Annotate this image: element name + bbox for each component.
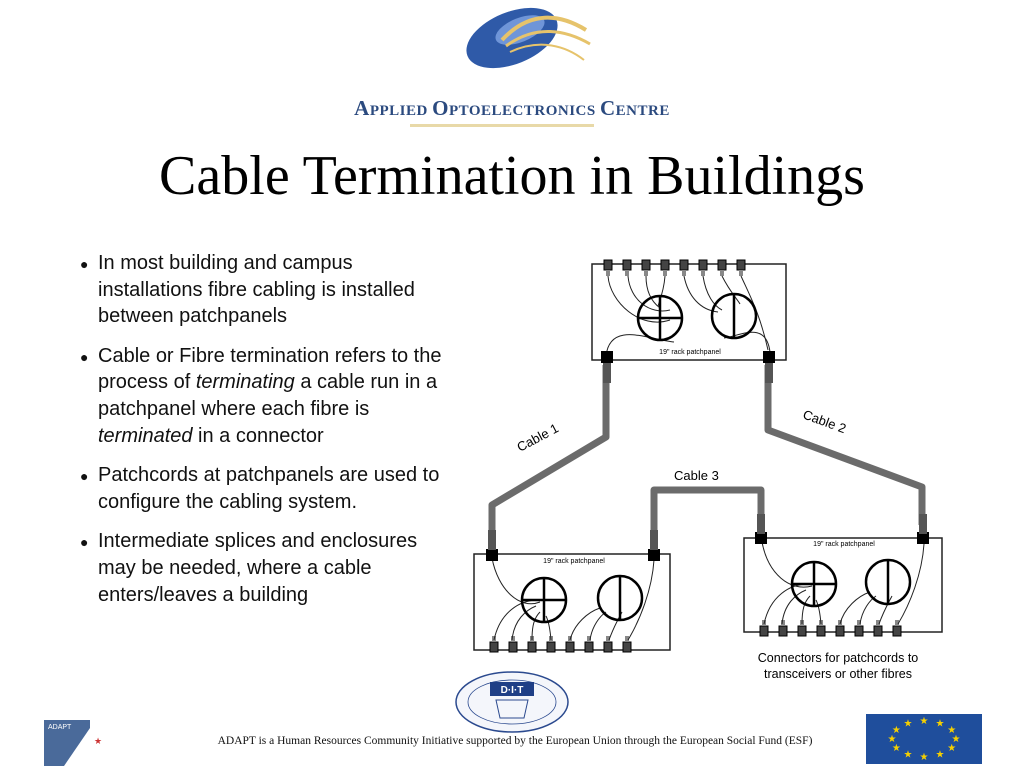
adapt-logo-text: ADAPT bbox=[48, 724, 72, 731]
page-title: Cable Termination in Buildings bbox=[159, 145, 865, 207]
connectors-caption-line2: transceivers or other fibres bbox=[764, 667, 912, 681]
eu-star-icon: ★ bbox=[904, 750, 913, 761]
bullet-text: Intermediate splices and enclosures may … bbox=[98, 530, 418, 606]
bullet-item: ● Patchcords at patchpanels are used to c… bbox=[78, 462, 456, 515]
panel-label-top: 19" rack patchpanel bbox=[659, 349, 721, 356]
splice-wheel-icon bbox=[636, 294, 684, 342]
star-icon: ★ bbox=[94, 736, 102, 746]
connector-icon bbox=[698, 259, 708, 276]
panel-label-right: 19" rack patchpanel bbox=[813, 541, 875, 548]
org-name-initial: A bbox=[354, 96, 370, 120]
cables bbox=[488, 365, 926, 545]
connectors-caption-line1: Connectors for patchcords to bbox=[758, 651, 919, 665]
patchpanel-right: 19" rack patchpanel bbox=[743, 514, 943, 637]
bullet-item: ● Cable or Fibre termination refers to th… bbox=[78, 343, 456, 449]
org-name-part: PPLIED bbox=[369, 103, 433, 119]
connector-icon bbox=[854, 620, 864, 637]
connector-icon bbox=[622, 636, 632, 653]
eu-flag-icon: ★★★★★★★★★★★★ bbox=[866, 714, 982, 764]
connector-icon bbox=[622, 259, 632, 276]
bullet-dot-icon: ● bbox=[80, 534, 89, 551]
org-name-initial: C bbox=[599, 96, 616, 120]
bullet-list: ● In most building and campus installatio… bbox=[78, 250, 456, 621]
splice-wheel-icon bbox=[790, 560, 838, 608]
connector-icon bbox=[717, 259, 727, 276]
splice-wheel-icon bbox=[864, 558, 912, 606]
org-name: APPLIED OPTOELECTRONICS CENTRE bbox=[0, 96, 1024, 121]
eu-star-icon: ★ bbox=[947, 725, 956, 736]
footer-text: ADAPT is a Human Resources Community Ini… bbox=[217, 735, 813, 747]
bullet-text: Patchcords at patchpanels are used to co… bbox=[98, 464, 440, 513]
dit-seal-logo: D·I·T bbox=[455, 671, 569, 733]
cable-1-line bbox=[488, 365, 610, 545]
connector-icon bbox=[603, 636, 613, 653]
cable-2-label: Cable 2 bbox=[801, 407, 848, 436]
cable-2-line bbox=[764, 365, 926, 525]
panel-label-left: 19" rack patchpanel bbox=[543, 558, 605, 565]
connector-icon bbox=[508, 636, 518, 653]
connector-icon bbox=[736, 259, 746, 276]
connector-icon bbox=[660, 259, 670, 276]
bullet-item: ● In most building and campus installatio… bbox=[78, 250, 456, 330]
splice-wheel-icon bbox=[596, 574, 644, 622]
connector-icon bbox=[679, 259, 689, 276]
eu-star-icon: ★ bbox=[920, 716, 929, 727]
connector-icon bbox=[892, 620, 902, 637]
cable-3-line bbox=[650, 486, 765, 545]
connector-icon bbox=[641, 259, 651, 276]
bullet-text: Cable or Fibre termination refers to the… bbox=[98, 344, 442, 394]
eu-star-icon: ★ bbox=[904, 718, 913, 729]
eu-star-icon: ★ bbox=[947, 743, 956, 754]
connector-icon bbox=[584, 636, 594, 653]
patchpanel-left: 19" rack patchpanel bbox=[473, 530, 671, 653]
cable-1-label: Cable 1 bbox=[514, 420, 561, 454]
connector-icon bbox=[603, 259, 613, 276]
bullet-item: ● Intermediate splices and enclosures may… bbox=[78, 528, 456, 608]
org-underline bbox=[410, 124, 594, 127]
splice-wheel-icon bbox=[710, 292, 758, 340]
patchpanel-top: 19" rack patchpanel bbox=[591, 259, 787, 383]
connector-icon bbox=[873, 620, 883, 637]
bullet-text: a cable run in a patchpanel where each f… bbox=[98, 371, 438, 420]
org-name-part: PTOELECTRONICS bbox=[448, 103, 600, 119]
org-name-initial: O bbox=[432, 96, 449, 120]
bullet-text: terminated bbox=[98, 424, 193, 447]
bullet-dot-icon: ● bbox=[80, 348, 89, 365]
bullet-text: In most building and campus installation… bbox=[98, 252, 415, 328]
eu-star-icon: ★ bbox=[888, 734, 897, 745]
eu-star-icon: ★ bbox=[936, 718, 945, 729]
eu-star-icon: ★ bbox=[936, 750, 945, 761]
eu-star-icon: ★ bbox=[892, 743, 901, 754]
aoc-logo-icon bbox=[466, 7, 591, 69]
adapt-logo: ADAPT ★ bbox=[44, 720, 102, 766]
cable-3-label: Cable 3 bbox=[674, 468, 719, 483]
eu-star-icon: ★ bbox=[952, 734, 961, 745]
bullet-text: in a connector bbox=[192, 424, 324, 447]
bullet-dot-icon: ● bbox=[80, 468, 89, 485]
splice-wheel-icon bbox=[520, 576, 568, 624]
dit-logo-text: D·I·T bbox=[501, 685, 524, 696]
bullet-text: terminating bbox=[195, 371, 295, 394]
bullet-dot-icon: ● bbox=[80, 256, 89, 272]
org-name-part: ENTRE bbox=[615, 103, 670, 119]
eu-star-icon: ★ bbox=[892, 725, 901, 736]
eu-star-icon: ★ bbox=[920, 752, 929, 763]
connector-icon bbox=[778, 620, 788, 637]
cabling-diagram: 19" rack patchpanel 19" rack patchpanel bbox=[473, 259, 943, 681]
